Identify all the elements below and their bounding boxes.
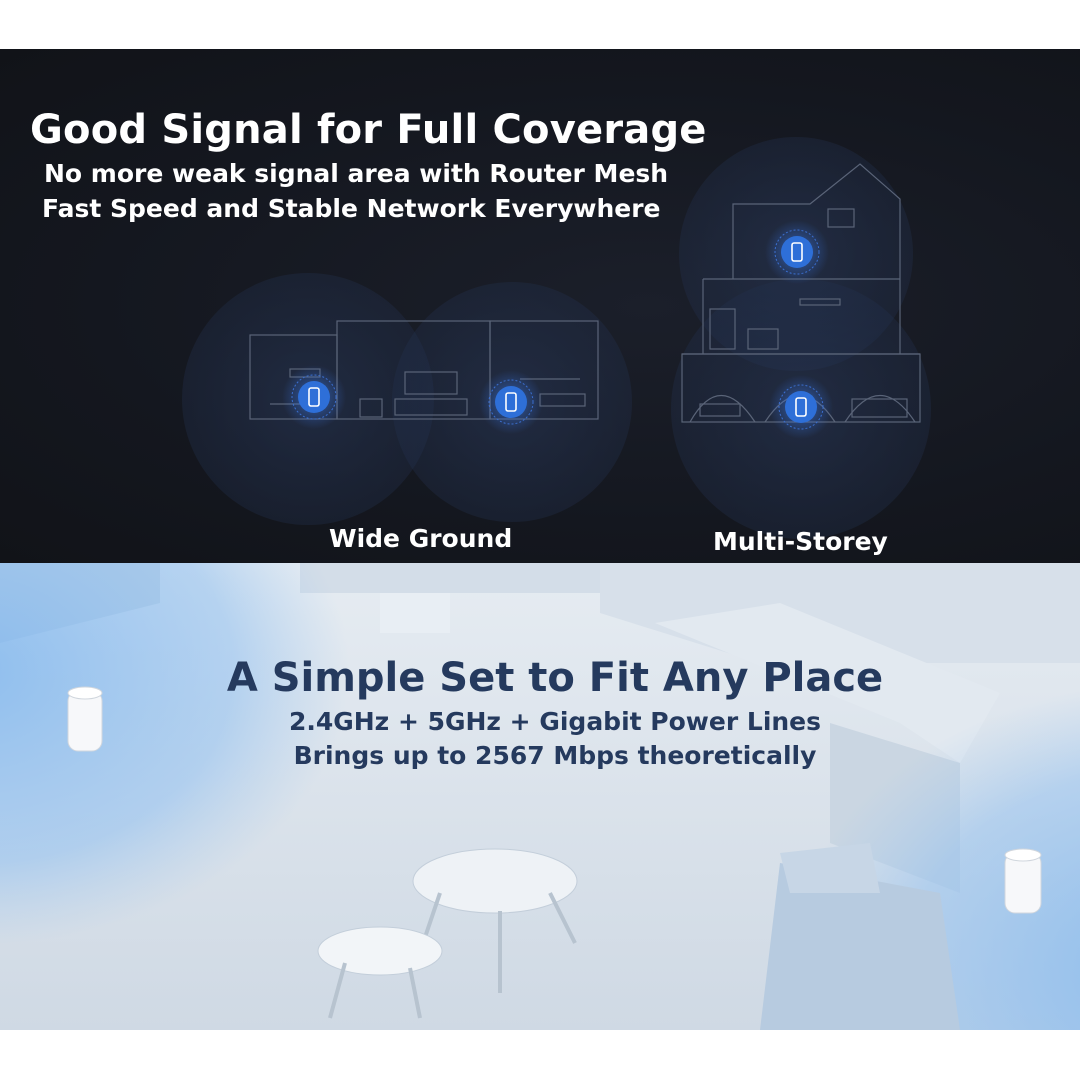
coverage-subline-1: No more weak signal area with Router Mes…: [44, 159, 669, 188]
coverage-field: [570, 603, 1080, 1030]
router-node-icon: [765, 220, 829, 284]
wide-ground-coverage: [182, 273, 632, 525]
multi-storey-coverage: [671, 137, 931, 539]
room-panel: A Simple Set to Fit Any Place 2.4GHz + 5…: [0, 563, 1080, 1030]
room-illustration: [0, 563, 1080, 1030]
router-node-icon: [769, 375, 833, 439]
coverage-panel: Good Signal for Full Coverage No more we…: [0, 49, 1080, 563]
coverage-subline-2: Fast Speed and Stable Network Everywhere: [42, 194, 661, 223]
simple-set-title: A Simple Set to Fit Any Place: [226, 655, 884, 701]
house-outline: [681, 163, 921, 423]
router-node-icon: [479, 370, 543, 434]
coffee-tables: [317, 848, 578, 1019]
mesh-router-left: [67, 686, 103, 752]
mesh-router-right: [1004, 848, 1042, 914]
sofa: [760, 843, 960, 1030]
router-node-icon: [282, 365, 346, 429]
multi-storey-label: Multi-Storey: [713, 527, 888, 556]
coverage-headline: Good Signal for Full Coverage: [30, 107, 707, 153]
coverage-field: [0, 563, 490, 983]
wide-ground-label: Wide Ground: [329, 524, 513, 553]
simple-set-subline-2: Brings up to 2567 Mbps theoretically: [293, 741, 817, 770]
simple-set-subline-1: 2.4GHz + 5GHz + Gigabit Power Lines: [288, 707, 822, 736]
coverage-illustration: [182, 137, 931, 539]
